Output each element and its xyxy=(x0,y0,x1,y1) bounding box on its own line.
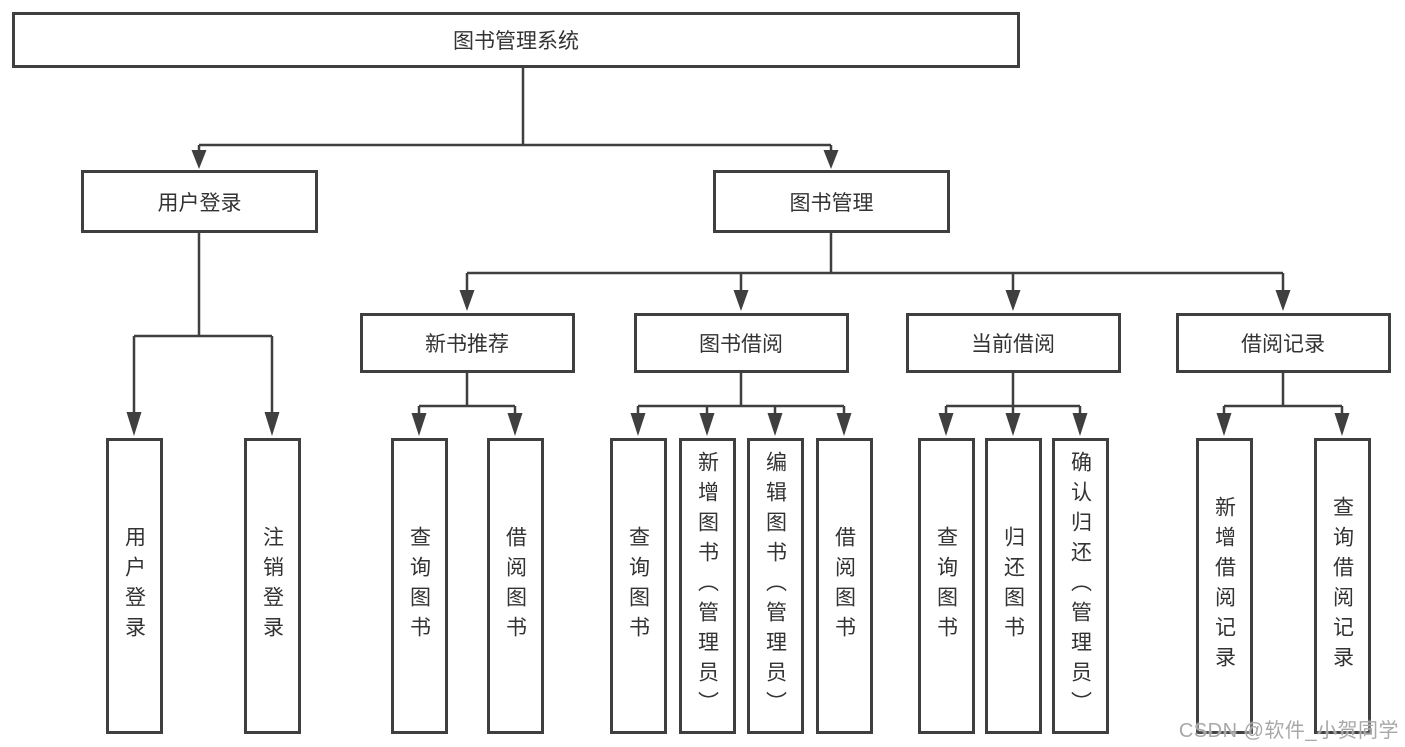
connector-user-login-children xyxy=(126,233,280,436)
leaf-query-book-current-label: 查询图书 xyxy=(934,526,958,646)
connector-book-borrow-children xyxy=(630,373,852,436)
leaf-add-borrow-record-label: 新增借阅记录 xyxy=(1212,496,1236,676)
leaf-query-borrow-record: 查询借阅记录 xyxy=(1313,438,1371,734)
node-user-login: 用户登录 xyxy=(81,170,318,233)
leaf-query-book-recommend: 查询图书 xyxy=(390,438,448,734)
leaf-add-book-admin: 新增图书（管理员） xyxy=(678,438,736,734)
leaf-add-book-admin-label: 新增图书（管理员） xyxy=(695,451,719,721)
node-book-borrow: 图书借阅 xyxy=(633,313,849,373)
leaf-logout-label: 注销登录 xyxy=(260,526,284,646)
node-root: 图书管理系统 xyxy=(12,12,1020,68)
connector-borrow-records-children xyxy=(1216,373,1350,436)
connector-current-borrow-children xyxy=(938,373,1088,436)
leaf-user-login-label: 用户登录 xyxy=(122,526,146,646)
leaf-confirm-return-admin-label: 确认归还（管理员） xyxy=(1068,451,1092,721)
leaf-add-borrow-record: 新增借阅记录 xyxy=(1195,438,1253,734)
node-new-book-recommend: 新书推荐 xyxy=(359,313,575,373)
leaf-return-book: 归还图书 xyxy=(984,438,1042,734)
node-user-login-label: 用户登录 xyxy=(157,191,242,215)
node-borrow-records-label: 借阅记录 xyxy=(1241,333,1325,356)
node-current-borrow-label: 当前借阅 xyxy=(971,333,1055,356)
leaf-logout: 注销登录 xyxy=(243,438,301,734)
connector-new-book-recommend-children xyxy=(411,373,523,436)
node-root-label: 图书管理系统 xyxy=(453,30,579,53)
watermark: CSDN @软件_小贺同学 xyxy=(1178,720,1399,742)
node-new-book-recommend-label: 新书推荐 xyxy=(425,333,509,356)
leaf-borrow-book-recommend: 借阅图书 xyxy=(486,438,544,734)
leaf-edit-book-admin: 编辑图书（管理员） xyxy=(746,438,804,734)
leaf-query-borrow-record-label: 查询借阅记录 xyxy=(1330,496,1354,676)
leaf-query-book-borrow-label: 查询图书 xyxy=(626,526,650,646)
node-borrow-records: 借阅记录 xyxy=(1175,313,1391,373)
leaf-query-book-recommend-label: 查询图书 xyxy=(407,526,431,646)
leaf-return-book-label: 归还图书 xyxy=(1001,526,1025,646)
node-book-management-label: 图书管理 xyxy=(789,191,874,215)
connector-root-to-level2 xyxy=(191,68,839,169)
node-book-management: 图书管理 xyxy=(713,170,950,233)
node-book-borrow-label: 图书借阅 xyxy=(699,333,783,356)
leaf-borrow-book: 借阅图书 xyxy=(815,438,873,734)
leaf-query-book-current: 查询图书 xyxy=(917,438,975,734)
leaf-borrow-book-recommend-label: 借阅图书 xyxy=(503,526,527,646)
leaf-query-book-borrow: 查询图书 xyxy=(609,438,667,734)
leaf-borrow-book-label: 借阅图书 xyxy=(832,526,856,646)
leaf-confirm-return-admin: 确认归还（管理员） xyxy=(1051,438,1109,734)
node-current-borrow: 当前借阅 xyxy=(905,313,1121,373)
connector-book-management-children xyxy=(459,233,1291,311)
leaf-user-login: 用户登录 xyxy=(105,438,163,734)
leaf-edit-book-admin-label: 编辑图书（管理员） xyxy=(763,451,787,721)
